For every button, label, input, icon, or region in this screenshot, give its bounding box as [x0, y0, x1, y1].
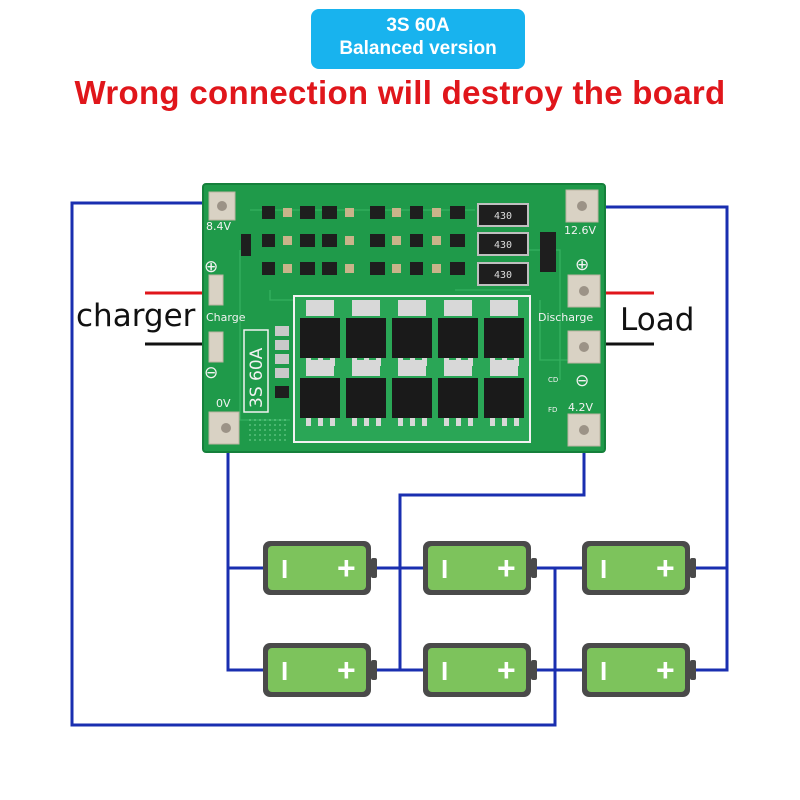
- model-silkscreen: 3S 60A: [243, 329, 269, 413]
- load-label: Load: [620, 302, 695, 338]
- wires: [70, 201, 729, 727]
- mosfet: [392, 300, 432, 366]
- wire-4v2: [398, 428, 586, 670]
- pad-label-charge: Charge: [206, 311, 246, 324]
- mosfet: [300, 300, 340, 366]
- shunt-resistors: 430 430 430: [477, 203, 529, 286]
- pad-label-discharge: Discharge: [538, 311, 593, 324]
- battery-cell: I+: [263, 643, 377, 697]
- battery-minus-mark: I: [600, 656, 607, 686]
- badge-subtitle: Balanced version: [339, 38, 497, 59]
- battery-minus-mark: I: [281, 554, 288, 584]
- battery-minus-mark: I: [441, 554, 448, 584]
- left-plus-symbol: ⊕: [204, 257, 218, 277]
- battery-cell: I+: [263, 541, 377, 595]
- battery-minus-mark: I: [600, 554, 607, 584]
- badge-title: 3S 60A: [386, 15, 450, 36]
- cd-label: CD: [548, 376, 558, 384]
- pad-label-0v: 0V: [216, 397, 231, 410]
- pad-label-12v6: 12.6V: [564, 224, 596, 237]
- wire-12v6: [584, 205, 729, 672]
- capacitor-column: [275, 326, 289, 398]
- battery-plus-mark: +: [337, 652, 356, 688]
- resistor-label: 430: [494, 270, 512, 281]
- mosfet-array: [293, 295, 531, 443]
- battery-pack: I+I+I+I+I+I+: [263, 541, 696, 697]
- pcb-board: 430 430 430 3S 60A 8.4V Charge 0V 12.6V: [202, 183, 606, 453]
- battery-plus-mark: +: [656, 652, 675, 688]
- fd-label: FD: [548, 406, 557, 414]
- pad-label-8v4: 8.4V: [206, 220, 231, 233]
- battery-cell: I+: [423, 541, 537, 595]
- battery-plus-mark: +: [656, 550, 675, 586]
- charger-label: charger: [76, 298, 196, 334]
- mosfet: [346, 300, 386, 366]
- warning-text: Wrong connection will destroy the board: [74, 74, 726, 111]
- battery-plus-mark: +: [497, 550, 516, 586]
- wire-0v: [226, 428, 263, 672]
- battery-cell: I+: [423, 643, 537, 697]
- right-minus-symbol: ⊖: [575, 371, 589, 391]
- battery-plus-mark: +: [497, 652, 516, 688]
- left-pads: [208, 191, 240, 445]
- mosfet: [392, 360, 432, 426]
- mosfet: [438, 300, 478, 366]
- battery-minus-mark: I: [281, 656, 288, 686]
- board-model: 3S 60A: [247, 347, 267, 408]
- pad-label-4v2: 4.2V: [568, 401, 593, 414]
- wire-8v4: [70, 201, 557, 727]
- mosfet: [484, 360, 524, 426]
- smd-components: [241, 206, 556, 275]
- left-minus-symbol: ⊖: [204, 363, 218, 383]
- right-plus-symbol: ⊕: [575, 255, 589, 275]
- resistor-label: 430: [494, 240, 512, 251]
- resistor-label: 430: [494, 211, 512, 222]
- battery-plus-mark: +: [337, 550, 356, 586]
- mosfet: [300, 360, 340, 426]
- mosfet: [438, 360, 478, 426]
- battery-minus-mark: I: [441, 656, 448, 686]
- right-pads: [565, 189, 601, 447]
- mosfet: [484, 300, 524, 366]
- mosfet: [346, 360, 386, 426]
- battery-cell: I+: [582, 643, 696, 697]
- product-badge: 3S 60A Balanced version: [311, 9, 525, 69]
- battery-cell: I+: [582, 541, 696, 595]
